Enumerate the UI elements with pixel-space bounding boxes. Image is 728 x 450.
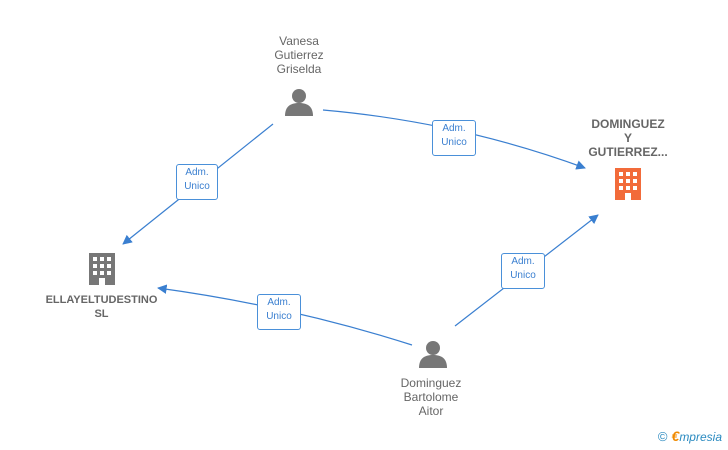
node-label-line: Y bbox=[623, 131, 632, 145]
edge-label-line: Adm. bbox=[511, 256, 535, 267]
copyright-icon: © bbox=[657, 428, 668, 444]
edge-label-line: Adm. bbox=[185, 167, 209, 178]
node-label-line: SL bbox=[94, 308, 109, 320]
node-label-ellayeltudestino[interactable]: ELLAYELTUDESTINO SL bbox=[34, 293, 169, 321]
edge-label-line: Adm. bbox=[442, 123, 466, 134]
edge-label-vanesa-ellayeltudestino[interactable]: Adm. Unico bbox=[176, 164, 218, 200]
edge-label-line: Unico bbox=[441, 137, 467, 148]
building-icon-highlighted[interactable] bbox=[615, 168, 641, 200]
building-icon[interactable] bbox=[89, 253, 115, 285]
node-label-vanesa[interactable]: Vanesa Gutierrez Griselda bbox=[254, 34, 344, 76]
edge-label-line: Unico bbox=[510, 270, 536, 281]
edge-label-dominguez-person-ellayeltudestino[interactable]: Adm. Unico bbox=[257, 294, 301, 330]
node-label-line: Aitor bbox=[418, 404, 444, 418]
edge-label-vanesa-dominguez-company[interactable]: Adm. Unico bbox=[432, 120, 476, 156]
node-label-dominguez-company[interactable]: DOMINGUEZ Y GUTIERREZ... bbox=[578, 117, 678, 159]
edge-label-line: Unico bbox=[184, 181, 210, 192]
node-label-line: Bartolome bbox=[403, 390, 459, 404]
node-label-line: Dominguez bbox=[400, 376, 462, 390]
node-label-dominguez-person[interactable]: Dominguez Bartolome Aitor bbox=[386, 376, 476, 418]
edge-label-line: Adm. bbox=[267, 297, 291, 308]
node-label-line: ELLAYELTUDESTINO bbox=[45, 294, 158, 306]
edge-label-line: Unico bbox=[266, 311, 292, 322]
person-icon[interactable] bbox=[419, 341, 447, 368]
node-label-line: Griselda bbox=[276, 62, 322, 76]
edge-label-dominguez-person-dominguez-company[interactable]: Adm. Unico bbox=[501, 253, 545, 289]
node-label-line: GUTIERREZ... bbox=[588, 145, 668, 159]
node-label-line: DOMINGUEZ bbox=[591, 117, 665, 131]
node-label-line: Vanesa bbox=[279, 34, 319, 48]
brand-logo: €mpresia bbox=[671, 428, 722, 444]
node-label-line: Gutierrez bbox=[274, 48, 324, 62]
person-icon[interactable] bbox=[285, 89, 313, 116]
empresia-watermark: © €mpresia bbox=[658, 428, 722, 444]
